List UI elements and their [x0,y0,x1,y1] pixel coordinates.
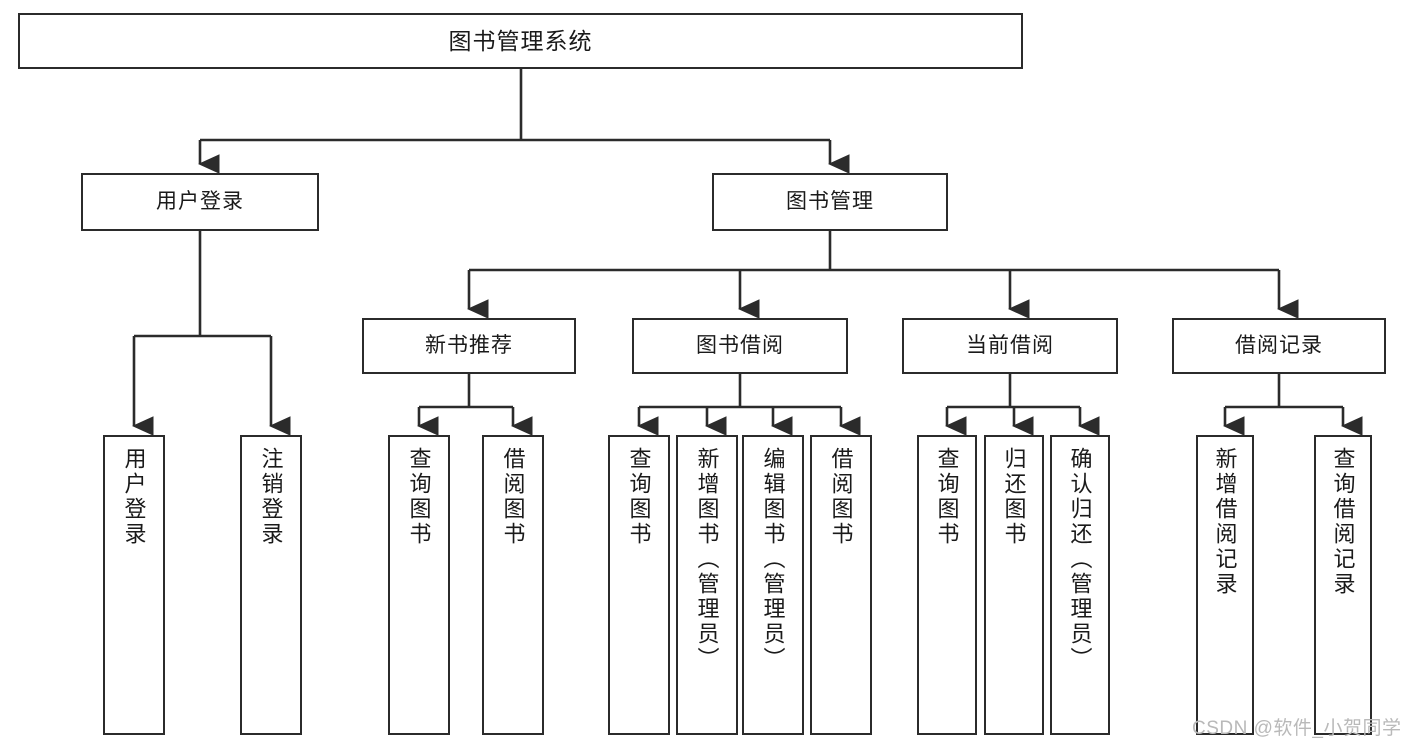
node-leaf-add-book[interactable]: 新增图书（管理员） [676,435,738,735]
node-book-borrow-label: 图书借阅 [696,333,784,357]
node-leaf-borrow-book-2-label: 借阅图书 [828,447,854,547]
node-leaf-add-book-label: 新增图书（管理员） [694,447,720,672]
node-leaf-query-book-2[interactable]: 查询图书 [608,435,670,735]
node-leaf-return-book[interactable]: 归还图书 [984,435,1044,735]
node-new-book-rec-label: 新书推荐 [425,333,513,357]
node-new-book-rec[interactable]: 新书推荐 [362,318,576,374]
node-leaf-return-book-label: 归还图书 [1001,447,1027,547]
node-leaf-borrow-book-1-label: 借阅图书 [500,447,526,547]
node-leaf-borrow-book-2[interactable]: 借阅图书 [810,435,872,735]
node-leaf-edit-book-label: 编辑图书（管理员） [760,447,786,672]
node-leaf-user-logout-label: 注销登录 [258,447,284,547]
node-leaf-confirm-return-label: 确认归还（管理员） [1067,447,1093,672]
node-leaf-query-record[interactable]: 查询借阅记录 [1314,435,1372,735]
node-leaf-add-record[interactable]: 新增借阅记录 [1196,435,1254,735]
node-leaf-query-book-3[interactable]: 查询图书 [917,435,977,735]
node-user-login[interactable]: 用户登录 [81,173,319,231]
node-leaf-query-book-1[interactable]: 查询图书 [388,435,450,735]
node-leaf-user-login-label: 用户登录 [121,447,147,547]
node-leaf-add-record-label: 新增借阅记录 [1212,447,1238,597]
node-borrow-record[interactable]: 借阅记录 [1172,318,1386,374]
node-leaf-query-book-1-label: 查询图书 [406,447,432,547]
node-root[interactable]: 图书管理系统 [18,13,1023,69]
node-leaf-user-logout[interactable]: 注销登录 [240,435,302,735]
node-book-manage-label: 图书管理 [786,189,874,213]
node-book-manage[interactable]: 图书管理 [712,173,948,231]
node-current-borrow-label: 当前借阅 [966,333,1054,357]
node-leaf-query-book-3-label: 查询图书 [934,447,960,547]
node-leaf-query-record-label: 查询借阅记录 [1330,447,1356,597]
node-book-borrow[interactable]: 图书借阅 [632,318,848,374]
node-leaf-borrow-book-1[interactable]: 借阅图书 [482,435,544,735]
node-user-login-label: 用户登录 [156,189,244,213]
node-borrow-record-label: 借阅记录 [1235,333,1323,357]
node-leaf-edit-book[interactable]: 编辑图书（管理员） [742,435,804,735]
node-leaf-confirm-return[interactable]: 确认归还（管理员） [1050,435,1110,735]
node-root-label: 图书管理系统 [448,27,593,54]
node-leaf-query-book-2-label: 查询图书 [626,447,652,547]
node-leaf-user-login[interactable]: 用户登录 [103,435,165,735]
node-current-borrow[interactable]: 当前借阅 [902,318,1118,374]
csdn-watermark: CSDN @软件_小贺同学 [1192,718,1402,739]
